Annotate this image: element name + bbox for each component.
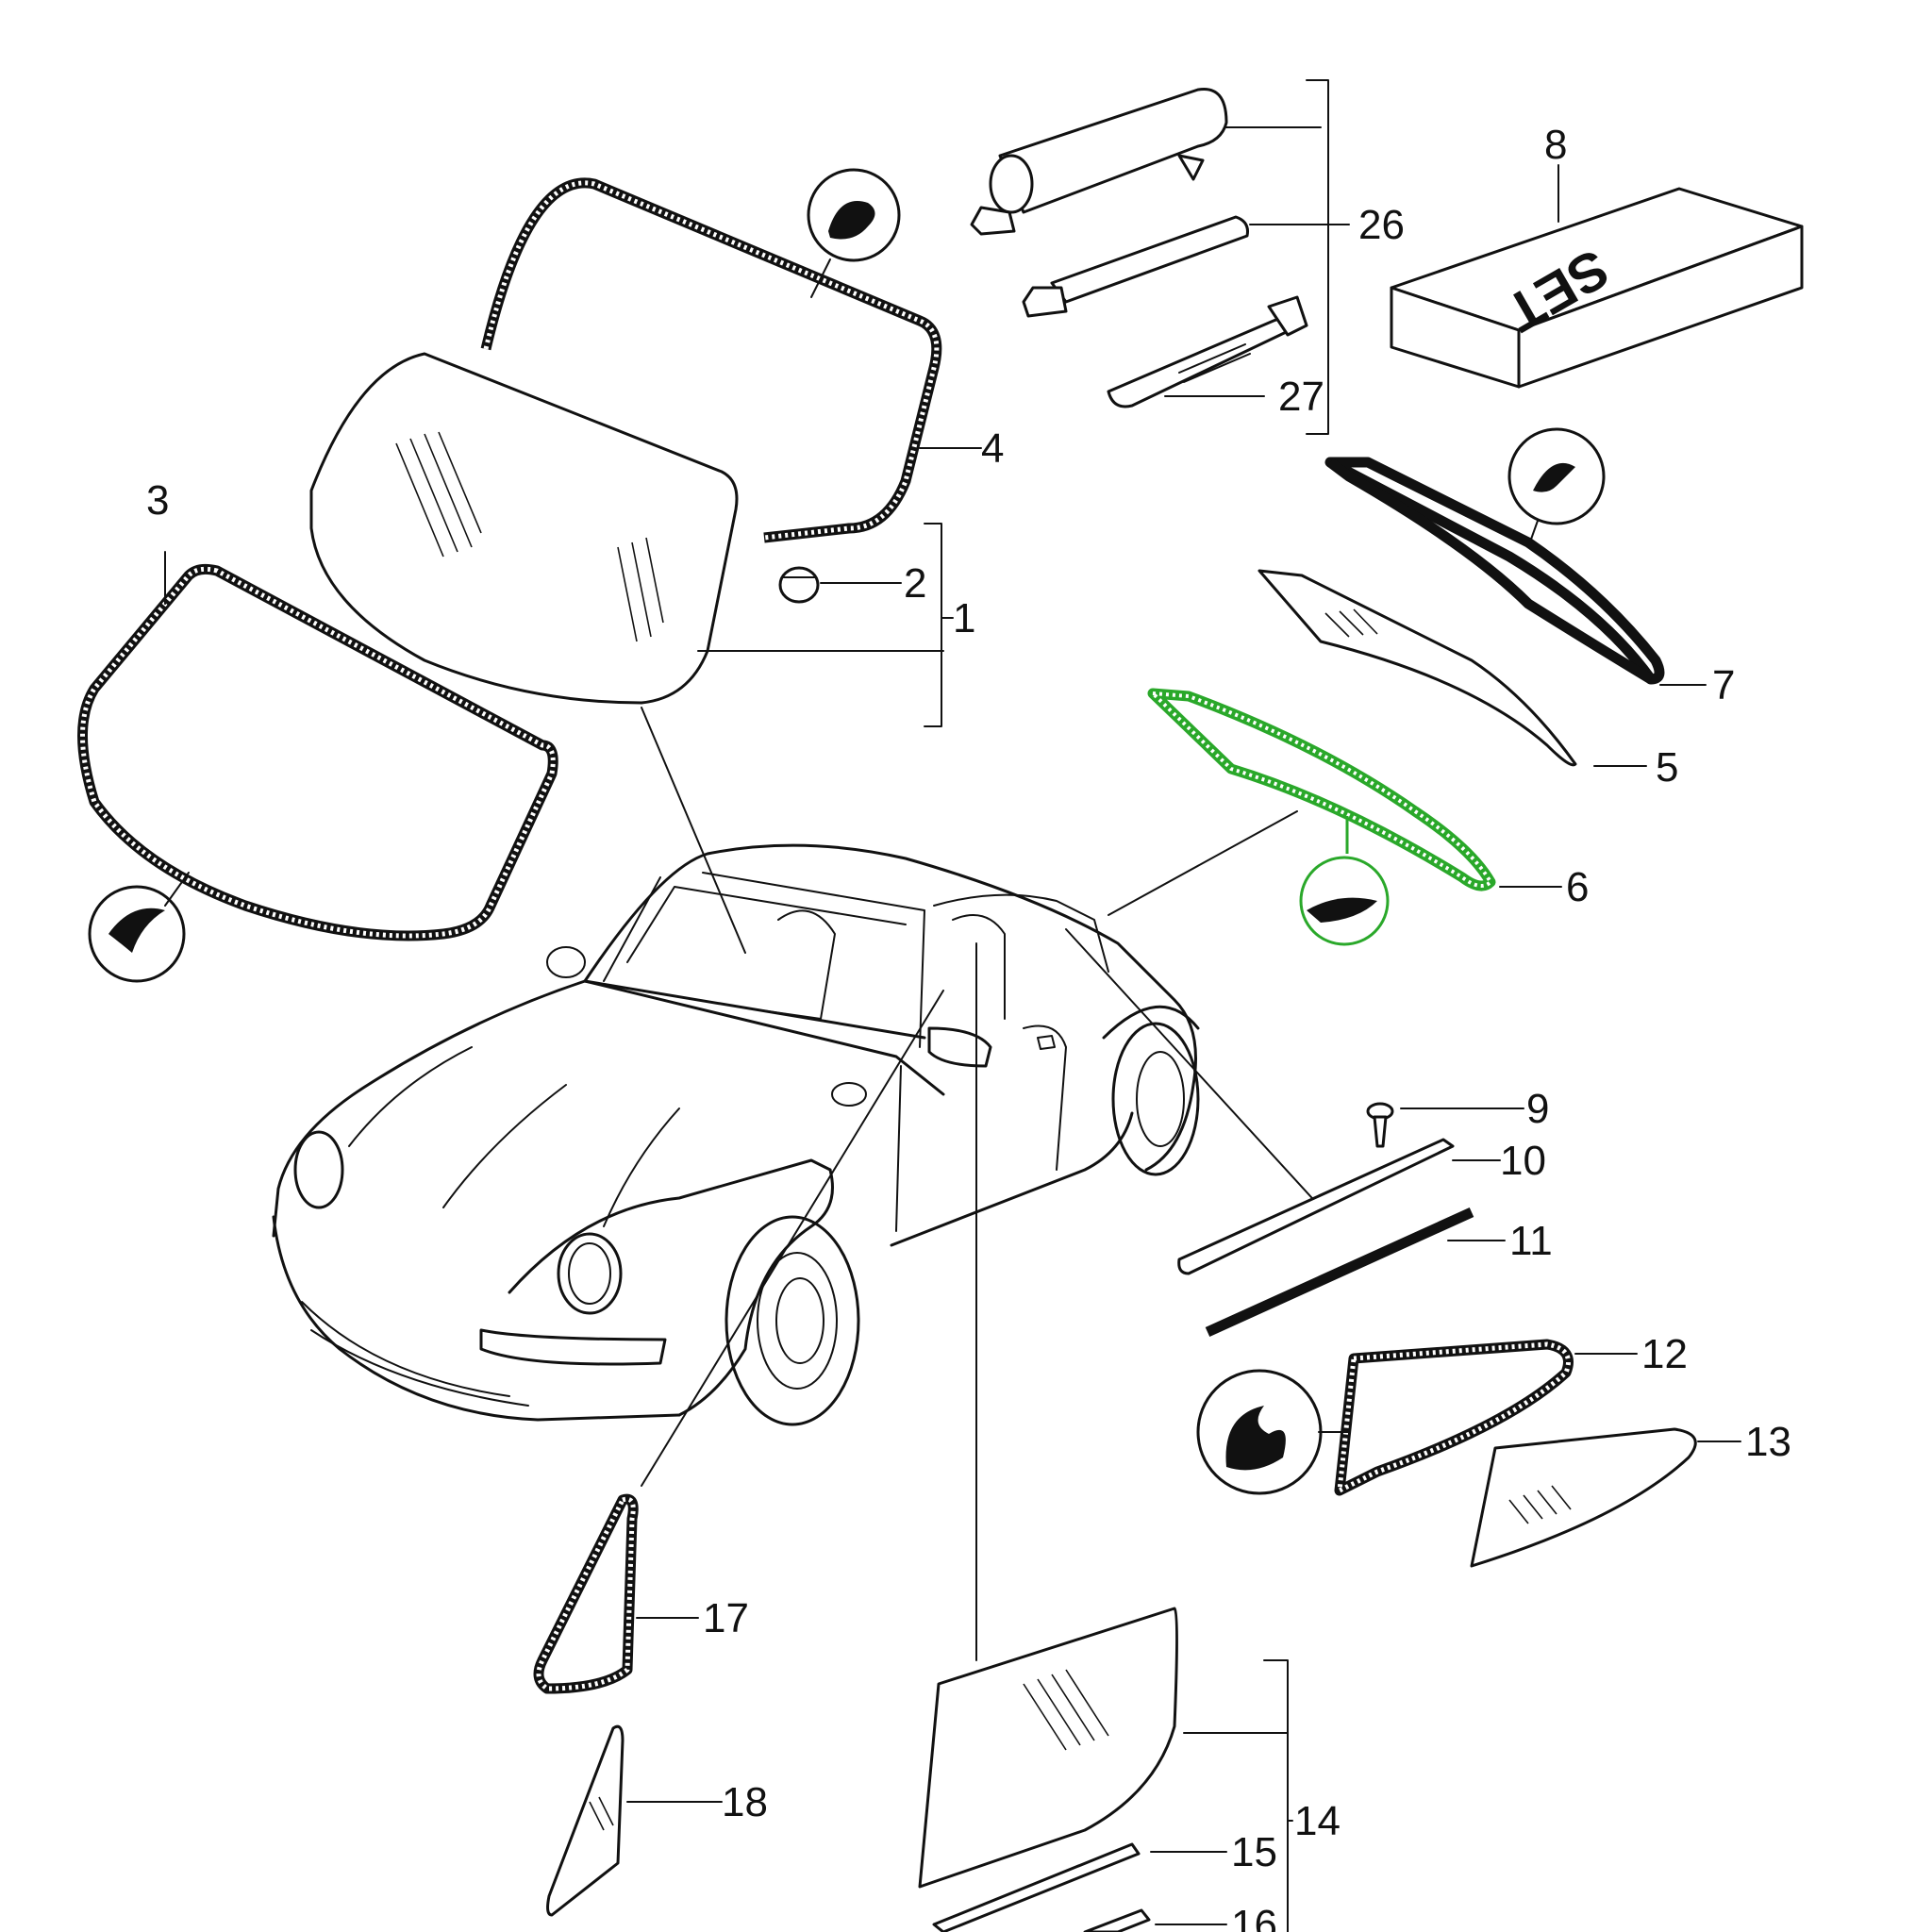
part-13-quarter-glass[interactable] bbox=[1470, 1427, 1697, 1568]
adhesive-seal-icon bbox=[807, 168, 901, 298]
part-10-trim-strip[interactable] bbox=[1177, 1138, 1455, 1275]
part-11-seal-strip[interactable] bbox=[1205, 1207, 1474, 1338]
callout-2: 2 bbox=[904, 560, 926, 607]
part-26-tube[interactable] bbox=[1022, 215, 1249, 318]
callout-8: 8 bbox=[1544, 122, 1567, 168]
callout-1: 1 bbox=[953, 595, 975, 641]
callout-11: 11 bbox=[1509, 1218, 1553, 1264]
callout-3: 3 bbox=[146, 477, 169, 524]
part-12-quarter-seal[interactable] bbox=[1334, 1339, 1574, 1496]
callout-5: 5 bbox=[1656, 744, 1678, 791]
part-8-set-box[interactable]: SET bbox=[1390, 187, 1804, 389]
callout-13: 13 bbox=[1745, 1419, 1791, 1465]
callout-18: 18 bbox=[722, 1779, 768, 1825]
callout-15: 15 bbox=[1231, 1829, 1277, 1875]
part-18-vent-glass[interactable] bbox=[546, 1724, 625, 1917]
part-2-clip[interactable] bbox=[778, 566, 820, 604]
callout-16: 16 bbox=[1231, 1902, 1277, 1932]
adhesive-seal-icon bbox=[1196, 1369, 1350, 1495]
callout-27: 27 bbox=[1278, 374, 1324, 420]
callout-4: 4 bbox=[981, 425, 1004, 472]
adhesive-seal-icon bbox=[1507, 427, 1606, 548]
part-27-cartridge[interactable] bbox=[1107, 295, 1308, 408]
part-4-windshield-seal[interactable] bbox=[480, 177, 942, 543]
adhesive-seal-icon bbox=[88, 872, 190, 983]
callout-7: 7 bbox=[1712, 662, 1735, 708]
part-6-highlighted-seal[interactable] bbox=[1147, 688, 1496, 946]
part-15-door-strip[interactable] bbox=[932, 1842, 1141, 1932]
part-26-cylinder[interactable] bbox=[970, 87, 1228, 236]
car-illustration bbox=[272, 843, 1200, 1426]
part-5-rear-window-glass[interactable] bbox=[1257, 569, 1577, 767]
part-3-seal[interactable] bbox=[77, 563, 558, 941]
callout-17: 17 bbox=[703, 1595, 749, 1641]
callout-9: 9 bbox=[1526, 1086, 1549, 1132]
callout-6: 6 bbox=[1566, 864, 1589, 910]
callout-14: 14 bbox=[1294, 1798, 1341, 1844]
callout-12: 12 bbox=[1641, 1331, 1688, 1377]
part-14-door-glass[interactable] bbox=[918, 1607, 1178, 1889]
part-9-screw[interactable] bbox=[1366, 1102, 1394, 1148]
callout-26: 26 bbox=[1358, 202, 1405, 248]
callout-10: 10 bbox=[1500, 1138, 1546, 1184]
part-7-rear-window-seal[interactable] bbox=[1324, 457, 1665, 685]
part-1-windshield-glass[interactable] bbox=[309, 352, 739, 705]
part-17-vent-seal[interactable] bbox=[533, 1493, 639, 1694]
part-16-door-strip[interactable] bbox=[1083, 1908, 1151, 1932]
